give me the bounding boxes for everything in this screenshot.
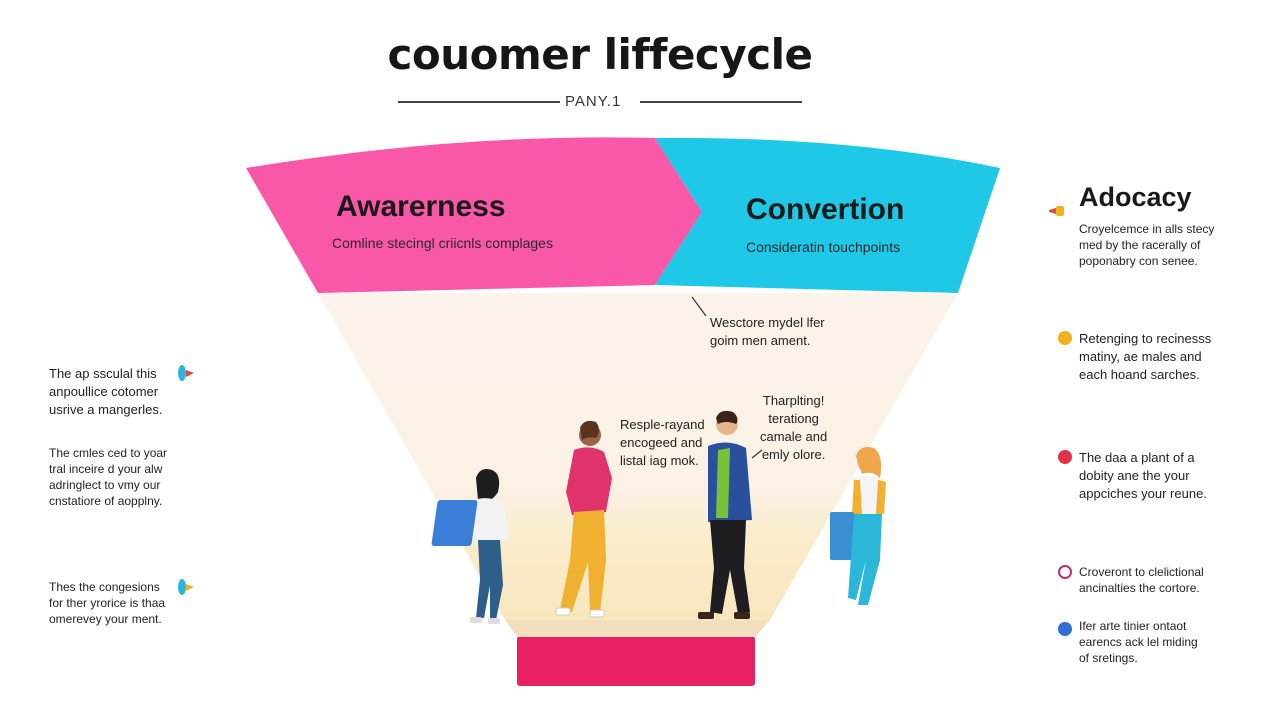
left-note-3: Thes the congesions for ther yrorice is … [49, 580, 166, 626]
person-laptop-illustration [431, 469, 510, 624]
title-rule-right [640, 101, 802, 103]
left-note-1: The ap ssculal this anpoullice cotomer u… [49, 366, 163, 417]
title-rule-left [398, 101, 560, 103]
funnel-note-top: Wesctore mydel lfer goim men ament. [710, 315, 825, 348]
conversion-description: Consideratin touchpoints [746, 239, 901, 255]
right-note-4: Ifer arte tinier ontaot earencs ack lel … [1079, 619, 1198, 665]
funnel-base [517, 636, 755, 686]
person-icon [1058, 622, 1072, 636]
right-note-3: Croveront to clelictional ancinalties th… [1079, 565, 1204, 595]
left-note-icon [178, 579, 194, 595]
person-pink-jacket-illustration [555, 420, 612, 618]
funnel-conversion-band [655, 137, 1000, 293]
page-subtitle: PANY.1 [565, 93, 622, 110]
awareness-description: Comline stecingl criicnls complages [332, 235, 553, 251]
person-shopping-bag-illustration [830, 447, 886, 605]
left-note-icon [178, 365, 194, 381]
left-note-2: The cmles ced to yoar tral inceire d you… [49, 446, 168, 508]
awareness-label: Awarerness [336, 190, 506, 223]
user-face-icon [1058, 331, 1072, 345]
conversion-label: Convertion [746, 193, 905, 226]
funnel-awareness-band [246, 137, 702, 293]
connector-line [691, 296, 707, 317]
advocacy-description: Croyelcemce in alls stecy med by the rac… [1079, 222, 1215, 268]
person-blue-jacket-illustration [698, 410, 752, 619]
alert-icon [1058, 450, 1072, 464]
advocacy-label: Adocacy [1079, 182, 1192, 212]
page-title: couomer liffecycle [387, 30, 813, 79]
funnel-note-middle: Resple-rayand encogeed and listal iag mo… [620, 417, 705, 468]
target-icon [1058, 565, 1072, 579]
funnel-note-right: Tharplting! terationg camale and emly ol… [760, 393, 828, 462]
right-note-2: The daa a plant of a dobity ane the your… [1079, 450, 1207, 501]
connector-line [751, 449, 763, 459]
right-note-1: Retenging to recinesss matiny, ae males … [1079, 331, 1212, 382]
megaphone-icon [1049, 206, 1064, 216]
